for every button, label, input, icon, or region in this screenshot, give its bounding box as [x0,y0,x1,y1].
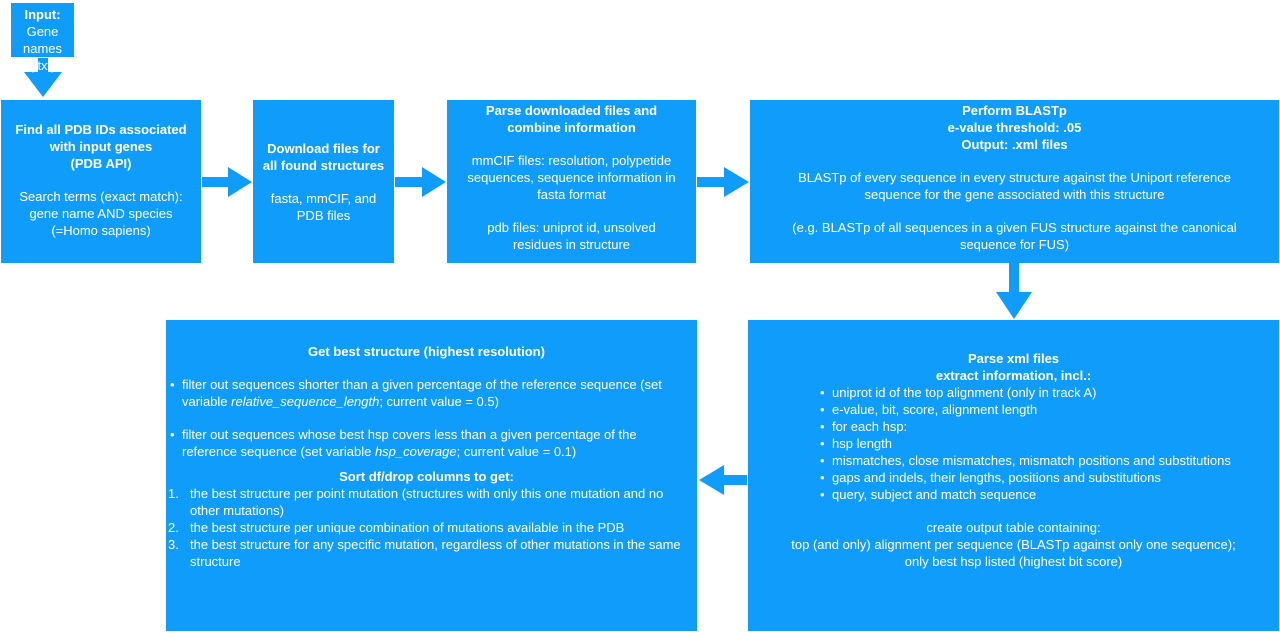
best-bullet-length-post: ; current value = 0.5) [379,394,499,409]
arrow-xml-to-best [699,465,747,495]
best-bullet-coverage-var: hsp_coverage [374,444,457,459]
xml-bullet-1: uniprot id of the top alignment (only in… [818,384,1239,401]
xml-footer-3: only best hsp listed (highest bit score) [904,554,1123,569]
parse-mmcif-2: sequences, sequence information in [467,170,676,185]
best-bullet-coverage: filter out sequences whose best hsp cove… [168,426,685,460]
xml-title-2: extract information, incl.: [935,368,1092,383]
blastp-box: Perform BLASTp e-value threshold: .05 Ou… [750,100,1279,263]
input-box: Input: Gene names (.txt) [11,3,74,73]
sort-title: Sort df/drop columns to get: [339,469,514,484]
xml-title-1: Parse xml files [967,351,1060,366]
download-body-2: PDB files [296,208,351,223]
xml-footer-1: create output table containing: [926,520,1101,535]
numbered-item-3: 3. the best structure for any specific mu… [168,536,685,570]
best-title: Get best structure (highest resolution) [308,344,545,359]
find-title-1: Find all PDB IDs associated [15,122,187,137]
parse-mmcif-3: fasta format [537,187,606,202]
download-files-box: Download files for all found structures … [253,100,394,263]
parse-mmcif-1: mmCIF files: resolution, polypetide [471,153,672,168]
numbered-item-1-num: 1. [168,486,179,501]
arrow-input-to-find [24,58,62,97]
arrow-parse-to-blast [697,167,749,197]
xml-bullet-5: mismatches, close mismatches, mismatch p… [818,452,1239,469]
arrow-find-to-download [202,167,252,197]
xml-footer-2: top (and only) alignment per sequence (B… [791,537,1236,552]
parse-pdb-2: residues in structure [512,237,631,252]
download-title-1: Download files for [267,141,380,156]
find-body-3: (=Homo sapiens) [51,223,151,238]
input-line-gene-names: Gene names [22,24,63,56]
xml-bullet-4: hsp length [818,435,1239,452]
parse-title-1: Parse downloaded files and [485,103,658,118]
download-body-1: fasta, mmCIF, and [270,191,377,206]
best-bullet-coverage-pre: filter out sequences whose best hsp cove… [182,427,637,459]
blast-title-1: Perform BLASTp [962,103,1067,118]
input-title: Input: [24,7,61,22]
best-bullet-length: filter out sequences shorter than a give… [168,376,685,410]
parse-title-2: combine information [507,120,636,135]
download-title-2: all found structures [262,158,385,173]
xml-bullet-7: query, subject and match sequence [818,486,1239,503]
best-structure-box: Get best structure (highest resolution) … [166,320,697,631]
numbered-item-2: 2. the best structure per unique combinat… [168,519,685,536]
numbered-item-1: 1. the best structure per point mutation … [168,485,685,519]
blast-body-1: BLASTp of every sequence in every struct… [798,170,1231,185]
xml-bullet-3: for each hsp: [818,418,1239,435]
blast-example-2: sequence for FUS) [959,237,1070,252]
numbered-item-2-text: the best structure per unique combinatio… [190,520,625,535]
best-bullet-length-pre: filter out sequences shorter than a give… [182,377,662,409]
numbered-item-3-num: 3. [168,537,179,552]
find-title-2: with input genes [49,139,153,154]
arrow-blast-to-xml [996,262,1032,319]
numbered-item-3-text: the best structure for any specific muta… [190,537,681,569]
numbered-item-2-num: 2. [168,520,179,535]
xml-bullet-6: gaps and indels, their lengths, position… [818,469,1239,486]
find-pdb-ids-box: Find all PDB IDs associated with input g… [1,100,201,263]
blast-body-2: sequence for the gene associated with th… [864,187,1165,202]
xml-bullet-2: e-value, bit, score, alignment length [818,401,1239,418]
find-body-1: Search terms (exact match): [19,189,183,204]
find-title-3: (PDB API) [70,156,132,171]
numbered-item-1-text: the best structure per point mutation (s… [190,486,664,518]
blast-title-3: Output: .xml files [961,137,1068,152]
input-line-txt: (.txt) [29,58,56,73]
best-bullet-coverage-post: ; current value = 0.1) [456,444,577,459]
blast-title-2: e-value threshold: .05 [947,120,1082,135]
arrow-download-to-parse [395,167,446,197]
parse-files-box: Parse downloaded files and combine infor… [447,100,696,263]
parse-xml-box: Parse xml files extract information, inc… [748,320,1279,631]
blast-example-1: (e.g. BLASTp of all sequences in a given… [792,220,1237,235]
find-body-2: gene name AND species [29,206,173,221]
parse-pdb-1: pdb files: uniprot id, unsolved [487,220,656,235]
best-bullet-length-var: relative_sequence_length [231,394,380,409]
